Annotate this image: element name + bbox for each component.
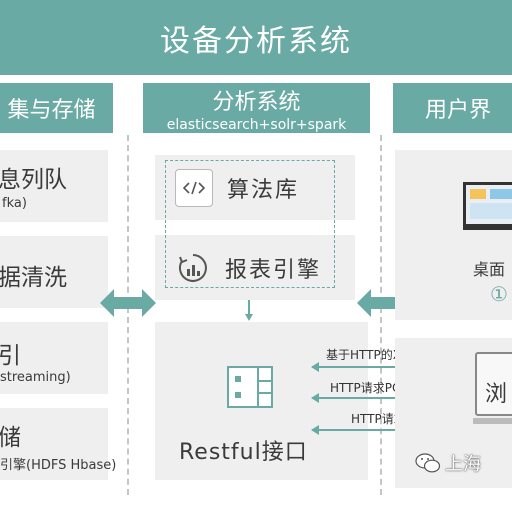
column-divider-right (380, 135, 382, 495)
browser-label: 浏 (485, 382, 508, 407)
watermark: 上海 (415, 450, 481, 476)
desktop-monitor-icon (463, 182, 512, 230)
left-item-title: 储 (0, 425, 21, 451)
desktop-label: 桌面 (473, 260, 506, 279)
column-title-right: 用户界 (424, 98, 491, 123)
column-divider-left (127, 135, 129, 495)
column-header-middle: 分析系统 elasticsearch+solr+spark (143, 83, 370, 133)
left-item-data-cleaning: 据清洗 (0, 236, 108, 308)
column-title-left: 集与存储 (7, 98, 96, 123)
report-chart-icon (175, 250, 211, 286)
left-item-title: 据清洗 (0, 265, 67, 291)
left-item-message-queue: 息列队 fka) (0, 150, 108, 222)
column-header-left: 集与存储 (0, 83, 113, 133)
left-item-title: 引 (0, 343, 21, 369)
left-item-storage: 储 引擎(HDFS Hbase) (0, 408, 116, 480)
report-engine-box: 报表引擎 (155, 235, 355, 300)
arrow-label-http: HTTP请求 (351, 412, 406, 426)
left-item-title: 息列队 (0, 167, 67, 193)
restful-label: Restful接口 (179, 440, 308, 465)
desktop-client-box: 桌面 ① (395, 150, 512, 320)
browser-client-box: 浏 (395, 338, 512, 488)
left-item-sub: 引擎(HDFS Hbase) (0, 458, 117, 473)
left-item-sub: fka) (2, 196, 27, 211)
browser-base (473, 418, 512, 424)
report-engine-label: 报表引擎 (225, 257, 322, 283)
code-icon (175, 168, 213, 207)
algorithm-library-label: 算法库 (227, 177, 300, 203)
server-icon (227, 366, 273, 408)
desktop-number: ① (490, 282, 508, 306)
system-title-banner: 设备分析系统 (0, 0, 512, 75)
system-title: 设备分析系统 (160, 23, 352, 59)
analysis-dashed-frame (165, 160, 335, 288)
restful-interface-box: Restful接口 (155, 322, 368, 480)
left-item-sub: streaming) (0, 370, 71, 385)
algorithm-library-box: 算法库 (155, 155, 355, 220)
browser-window-icon (475, 352, 512, 416)
column-title-middle: 分析系统 (212, 89, 301, 115)
bidirectional-arrow-left (100, 286, 156, 320)
left-item-index: 引 streaming) (0, 322, 108, 394)
watermark-text: 上海 (445, 454, 481, 475)
column-subtitle-middle: elasticsearch+solr+spark (166, 116, 347, 133)
wechat-icon (415, 453, 441, 473)
column-header-right: 用户界 (393, 83, 512, 133)
down-arrow (244, 300, 254, 322)
